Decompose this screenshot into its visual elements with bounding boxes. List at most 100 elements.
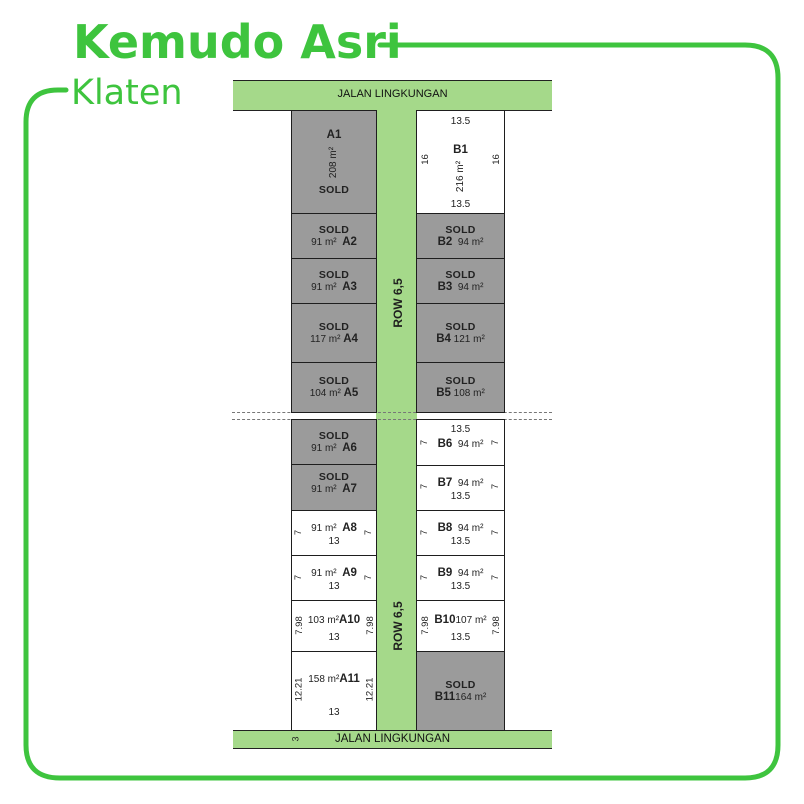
plot-b3[interactable]: SOLD B3 94 m² [416,258,505,304]
sold-badge: SOLD [445,223,476,236]
plot-id: B3 [437,280,453,293]
plot-area: 208 m² [328,146,340,178]
plot-b4[interactable]: SOLD B4 121 m² [416,303,505,363]
plot-b7[interactable]: B7 94 m² 13.5 [416,465,505,511]
plot-b6[interactable]: 13.5 B6 94 m² [416,419,505,466]
plot-top-dimension: 13.5 [450,424,471,435]
bottom-road-label: JALAN LINGKUNGAN [334,733,451,745]
plot-b8-side-left: 7 [419,529,431,536]
plot-id: B10 [434,614,456,626]
plot-b8[interactable]: B8 94 m² 13.5 [416,510,505,556]
plot-area: 91 m² [311,484,337,495]
plot-area: 94 m² [457,478,484,489]
top-road-label: JALAN LINGKUNGAN [337,88,448,100]
plot-id: A6 [342,441,357,454]
center-road-label-lower: ROW 6,5 [391,601,405,651]
bottom-road: JALAN LINGKUNGAN [233,730,552,749]
plot-a4[interactable]: SOLD 117 m² A4 [291,303,377,363]
plot-width: 13.5 [450,491,471,502]
plot-area: 94 m² [457,281,484,293]
plot-id: B1 [453,143,468,156]
plot-area: 164 m² [455,691,487,703]
plot-b5[interactable]: SOLD B5 108 m² [416,362,505,413]
plot-a3[interactable]: SOLD 91 m² A3 [291,258,377,304]
plot-area: 91 m² [311,523,337,534]
plot-a7[interactable]: SOLD 91 m² A7 [291,464,377,511]
plot-area: 94 m² [457,568,484,579]
plot-id: A5 [343,387,359,399]
plot-area: 121 m² [453,333,485,345]
plot-a11-side-left: 12.21 [293,677,305,702]
plot-id: B4 [436,332,451,345]
sold-badge: SOLD [445,678,476,691]
plot-id: B7 [437,477,453,489]
plot-a11[interactable]: 158 m²A11 13 [291,651,377,731]
plot-a9-side-left: 7 [293,574,305,581]
plot-b10[interactable]: B10107 m² 13.5 [416,600,505,652]
plot-id: B11 [434,690,456,703]
plot-area: 103 m² [307,615,339,626]
plot-a6[interactable]: SOLD 91 m² A6 [291,419,377,465]
plot-area: 91 m² [311,236,337,248]
sold-badge: SOLD [318,320,350,333]
sold-badge: SOLD [445,375,476,387]
plot-width: 13 [328,536,340,547]
plot-b1[interactable]: 13.5 B1 216 m² 13.5 [416,110,505,214]
plot-top-dimension: 13.5 [450,116,471,127]
sold-badge: SOLD [445,320,476,333]
plot-area: 104 m² [309,388,341,399]
plot-width: 13.5 [450,536,471,547]
plot-id: A10 [339,614,361,626]
plot-id: B2 [437,235,453,248]
plot-area: 91 m² [311,281,337,293]
plot-area: 94 m² [457,439,484,450]
plot-b6-side-left: 7 [419,439,431,446]
plot-id: A7 [342,483,357,495]
plot-a8-side-right: 7 [363,529,375,536]
sold-badge: SOLD [318,375,350,387]
plot-id: A4 [343,332,358,345]
plot-area: 94 m² [457,236,484,248]
plot-b11[interactable]: SOLD B11164 m² [416,651,505,731]
plot-a10-side-right: 7.98 [364,616,376,635]
plot-width: 13.5 [450,632,471,643]
sold-badge: SOLD [318,223,350,236]
plot-id: B9 [437,567,453,579]
plot-b1-side-right: 16 [490,154,502,165]
sold-badge: SOLD [318,429,350,442]
center-road-label-upper: ROW 6,5 [391,278,405,328]
plot-a8[interactable]: 91 m² A8 13 [291,510,377,556]
plot-b9[interactable]: B9 94 m² 13.5 [416,555,505,601]
plot-a2[interactable]: SOLD 91 m² A2 [291,213,377,259]
plot-width: 13 [328,581,340,592]
plot-b7-side-right: 7 [490,483,502,490]
plot-id: A1 [326,128,342,141]
plot-id: B5 [436,387,451,399]
project-title: Kemudo Asri [73,15,402,69]
plot-id: A11 [339,673,360,685]
plot-area: 107 m² [455,615,487,626]
plot-area: 108 m² [453,388,485,399]
plot-id: B6 [437,438,453,450]
sold-badge: SOLD [318,183,350,196]
plot-a1[interactable]: A1 208 m² SOLD [291,110,377,214]
plot-b10-side-right: 7.98 [490,616,502,635]
plot-a9[interactable]: 91 m² A9 13 [291,555,377,601]
plot-area: 216 m² [455,161,466,193]
plot-id: A8 [342,522,357,534]
sold-badge: SOLD [318,268,350,281]
plot-area: 158 m² [308,674,340,685]
plot-a5[interactable]: SOLD 104 m² A5 [291,362,377,413]
top-road: JALAN LINGKUNGAN [233,80,552,111]
plot-bottom-dimension: 13.5 [450,198,471,210]
plot-a11-side-right: 12.21 [364,677,376,702]
plot-b7-side-left: 7 [419,483,431,490]
sold-badge: SOLD [318,471,350,483]
plot-width: 13 [328,707,340,718]
sold-badge: SOLD [445,268,476,281]
plot-a8-side-left: 7 [293,529,305,536]
plot-b2[interactable]: SOLD B2 94 m² [416,213,505,259]
section-divider-lower [232,419,552,420]
plot-b9-side-left: 7 [419,574,431,581]
plot-b6-side-right: 7 [490,439,502,446]
